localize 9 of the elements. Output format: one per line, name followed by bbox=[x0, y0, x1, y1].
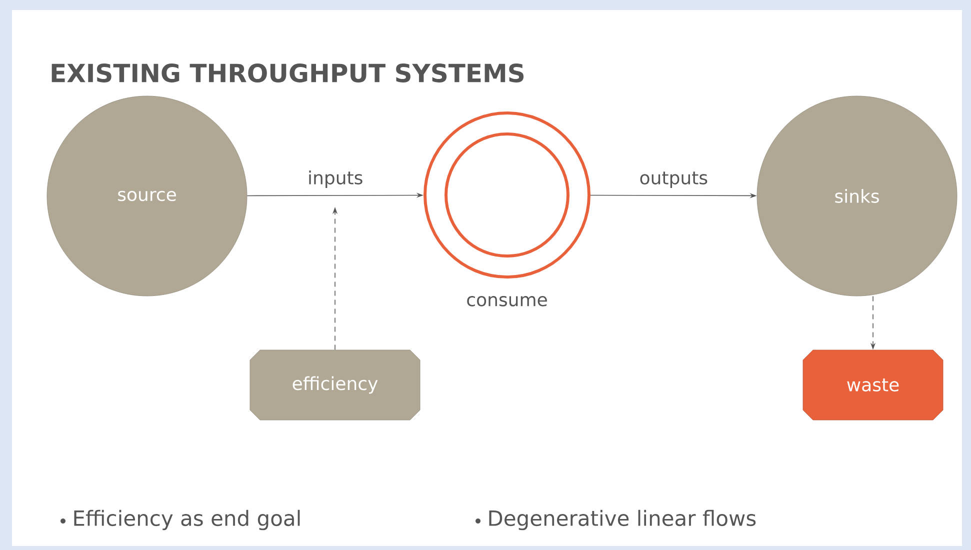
node-caption: consume bbox=[467, 296, 547, 306]
edge-label: inputs bbox=[309, 170, 362, 188]
circle-node: source bbox=[46, 96, 248, 296]
ring-symbol bbox=[424, 112, 590, 278]
title: EXISTING THROUGHPUT SYSTEMS bbox=[52, 64, 524, 82]
bullet-item: Efficiency as end goal bbox=[60, 510, 300, 530]
circle-node: sinks bbox=[756, 96, 958, 296]
bullet-item: Degenerative linear flows bbox=[476, 510, 756, 530]
edge-label: outputs bbox=[640, 172, 708, 188]
